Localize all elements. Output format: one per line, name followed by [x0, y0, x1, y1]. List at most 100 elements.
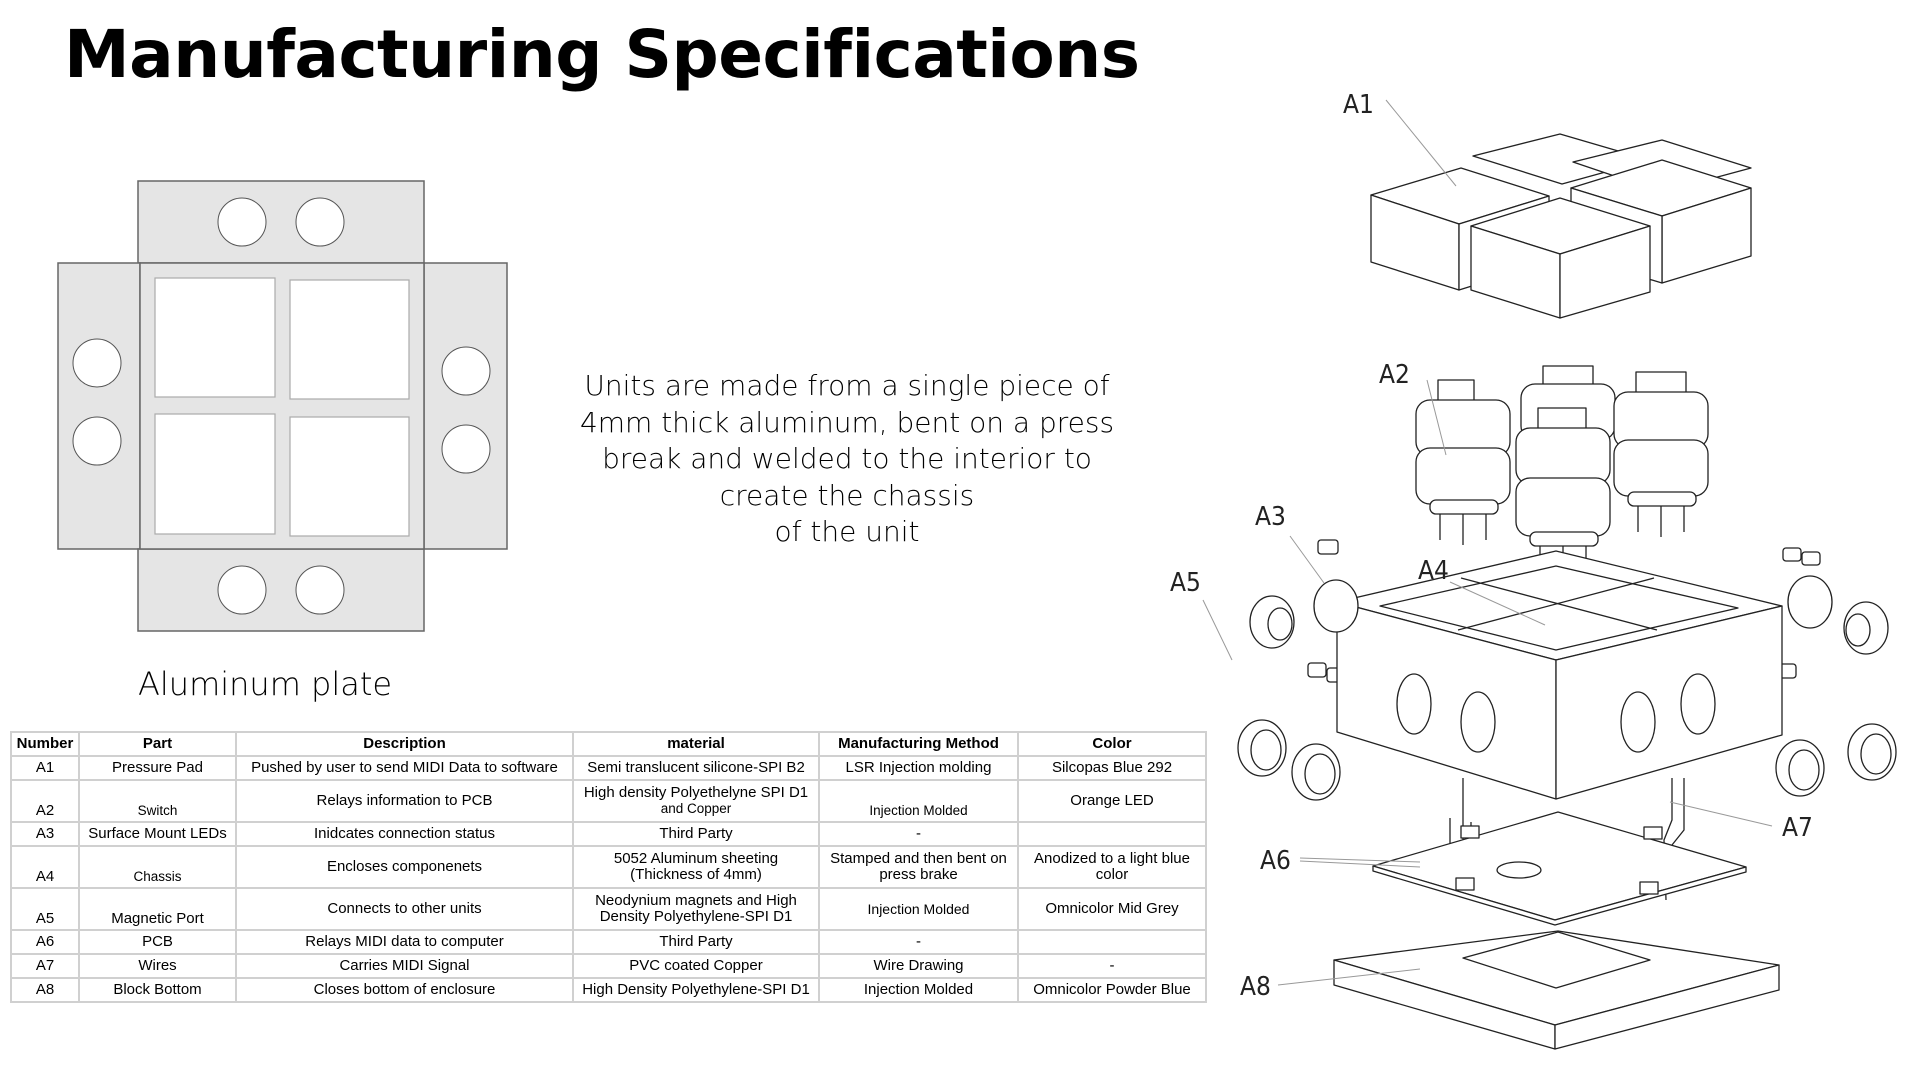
exploded-assembly-diagram — [1202, 99, 1897, 1050]
specifications-table: Number Part Description material Manufac… — [10, 731, 1207, 1003]
cell-material: Third Party — [572, 821, 820, 847]
label-a4: A4 — [1418, 556, 1449, 586]
plate-flap-right — [423, 262, 508, 550]
pcb — [1372, 811, 1747, 926]
cell-description: Carries MIDI Signal — [235, 953, 574, 979]
plate-hole — [217, 565, 267, 615]
plate-window — [289, 416, 410, 537]
plate-hole — [441, 346, 491, 396]
table-row: A4 Chassis Encloses componenets 5052 Alu… — [10, 845, 1207, 889]
plate-window — [289, 279, 410, 400]
cell-description: Relays MIDI data to computer — [235, 929, 574, 955]
header-material: material — [572, 731, 820, 757]
label-a8: A8 — [1240, 972, 1271, 1002]
cell-part: Block Bottom — [78, 977, 237, 1003]
cell-color: Orange LED — [1017, 779, 1207, 823]
magnetic-ports — [1237, 575, 1897, 801]
table-row: A6 PCB Relays MIDI data to computer Thir… — [10, 929, 1207, 955]
switches — [1415, 365, 1709, 580]
plate-window — [154, 277, 276, 398]
cell-part: Wires — [78, 953, 237, 979]
plate-hole — [217, 197, 267, 247]
header-part: Part — [78, 731, 237, 757]
cell-method: Wire Drawing — [818, 953, 1019, 979]
block-bottom — [1333, 930, 1780, 1050]
pressure-pads — [1370, 133, 1752, 319]
cell-description: Encloses componenets — [235, 845, 574, 889]
plate-hole — [295, 197, 345, 247]
cell-method: - — [818, 821, 1019, 847]
cell-method: Injection Molded — [818, 887, 1019, 931]
cell-method: - — [818, 929, 1019, 955]
label-a1: A1 — [1343, 90, 1374, 120]
header-color: Color — [1017, 731, 1207, 757]
cell-part: PCB — [78, 929, 237, 955]
cell-part: Pressure Pad — [78, 755, 237, 781]
leader-lines — [1202, 99, 1773, 986]
page-title: Manufacturing Specifications — [64, 16, 1140, 93]
cell-part: Switch — [78, 779, 237, 823]
cell-material: PVC coated Copper — [572, 953, 820, 979]
plate-hole — [72, 416, 122, 466]
plate-caption: Aluminum plate — [138, 665, 393, 703]
cell-number: A7 — [10, 953, 80, 979]
cell-number: A8 — [10, 977, 80, 1003]
plate-hole — [72, 338, 122, 388]
description-line: break and welded to the interior to — [602, 442, 1092, 475]
header-description: Description — [235, 731, 574, 757]
cell-number: A5 — [10, 887, 80, 931]
cell-number: A1 — [10, 755, 80, 781]
cell-material: Semi translucent silicone-SPI B2 — [572, 755, 820, 781]
table-row: A7 Wires Carries MIDI Signal PVC coated … — [10, 953, 1207, 979]
cell-color — [1017, 821, 1207, 847]
cell-description: Pushed by user to send MIDI Data to soft… — [235, 755, 574, 781]
plate-flap-top — [137, 180, 425, 264]
cell-color: Silcopas Blue 292 — [1017, 755, 1207, 781]
material-line: High density Polyethelyne SPI D1 — [583, 784, 809, 801]
plate-hole — [295, 565, 345, 615]
cell-number: A4 — [10, 845, 80, 889]
table-header-row: Number Part Description material Manufac… — [10, 731, 1207, 757]
cell-description: Connects to other units — [235, 887, 574, 931]
cell-material: Third Party — [572, 929, 820, 955]
header-number: Number — [10, 731, 80, 757]
cell-method: Injection Molded — [818, 977, 1019, 1003]
cell-description: Closes bottom of enclosure — [235, 977, 574, 1003]
cell-method: Injection Molded — [818, 779, 1019, 823]
cell-number: A3 — [10, 821, 80, 847]
aluminum-plate-diagram — [57, 180, 508, 632]
table-row: A5 Magnetic Port Connects to other units… — [10, 887, 1207, 931]
cell-material: High Density Polyethylene-SPI D1 — [572, 977, 820, 1003]
label-a5: A5 — [1170, 568, 1201, 598]
cell-part: Magnetic Port — [78, 887, 237, 931]
plate-window — [154, 413, 276, 535]
cell-number: A2 — [10, 779, 80, 823]
cell-part: Surface Mount LEDs — [78, 821, 237, 847]
cell-color: - — [1017, 953, 1207, 979]
plate-flap-left — [57, 262, 141, 550]
cell-method: Stamped and then bent on press brake — [818, 845, 1019, 889]
header-method: Manufacturing Method — [818, 731, 1019, 757]
cell-material: Neodynium magnets and High Density Polye… — [572, 887, 820, 931]
cell-description: Inidcates connection status — [235, 821, 574, 847]
chassis — [1336, 550, 1783, 800]
cell-color: Anodized to a light blue color — [1017, 845, 1207, 889]
cell-method: LSR Injection molding — [818, 755, 1019, 781]
table-row: A1 Pressure Pad Pushed by user to send M… — [10, 755, 1207, 781]
cell-color: Omnicolor Mid Grey — [1017, 887, 1207, 931]
cell-description: Relays information to PCB — [235, 779, 574, 823]
chassis-description: Units are made from a single piece of 4m… — [540, 368, 1154, 551]
table-row: A3 Surface Mount LEDs Inidcates connecti… — [10, 821, 1207, 847]
table-row: A2 Switch Relays information to PCB High… — [10, 779, 1207, 823]
description-line: 4mm thick aluminum, bent on a press — [579, 405, 1115, 439]
table-row: A8 Block Bottom Closes bottom of enclosu… — [10, 977, 1207, 1003]
label-a7: A7 — [1782, 813, 1813, 843]
cell-part: Chassis — [78, 845, 237, 889]
plate-hole — [441, 424, 491, 474]
label-a6: A6 — [1260, 846, 1291, 876]
description-line: create the chassis — [719, 478, 975, 512]
plate-flap-bottom — [137, 548, 425, 632]
cell-material: 5052 Aluminum sheeting (Thickness of 4mm… — [572, 845, 820, 889]
description-line: Units are made from a single piece of — [584, 369, 1110, 402]
